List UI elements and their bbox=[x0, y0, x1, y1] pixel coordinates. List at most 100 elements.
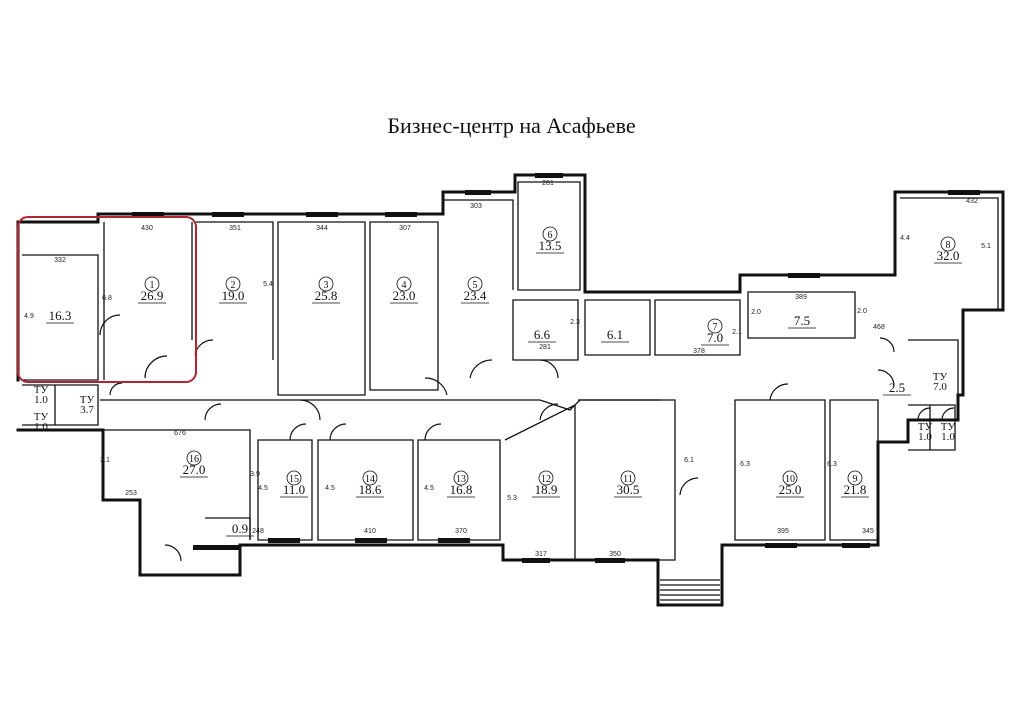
room-r1: 126.9 bbox=[138, 276, 166, 304]
room-number-circle bbox=[362, 470, 378, 486]
room-number-circle bbox=[286, 470, 302, 486]
room-r8: 832.0 bbox=[934, 236, 962, 264]
dimension-label: 253 bbox=[125, 490, 137, 497]
dimension-label: 6.1 bbox=[684, 457, 694, 464]
room-number-circle bbox=[940, 236, 956, 252]
room-area: 7.0 bbox=[707, 330, 723, 345]
dimension-label: 2.1 bbox=[732, 329, 742, 336]
dimension-label: 5.3 bbox=[507, 495, 517, 502]
room-area: 32.0 bbox=[937, 248, 960, 263]
room-area: 23.0 bbox=[393, 288, 416, 303]
room-r25: 2.5 bbox=[883, 380, 911, 396]
dimension-label: 378 bbox=[693, 348, 705, 355]
room-area: 13.5 bbox=[539, 238, 562, 253]
tu-label: ТУ bbox=[80, 394, 95, 406]
doors bbox=[99, 314, 955, 562]
room-r75: 7.5 bbox=[788, 313, 816, 329]
tu-label: ТУ bbox=[34, 384, 49, 396]
room-r2: 219.0 bbox=[219, 276, 247, 304]
tu-area: 1.0 bbox=[918, 431, 932, 443]
room-number: 13 bbox=[456, 474, 466, 485]
dimension-label: 317 bbox=[535, 551, 547, 558]
dimension-label: 4.9 bbox=[24, 313, 34, 320]
room-r7: 77.0 bbox=[701, 318, 729, 346]
room-number: 7 bbox=[713, 322, 718, 333]
dimension-label: 2.0 bbox=[751, 309, 761, 316]
dimension-label: 350 bbox=[609, 551, 621, 558]
dimension-label: 389 bbox=[795, 294, 807, 301]
room-number: 15 bbox=[289, 474, 299, 485]
dimension-label: 5.1 bbox=[981, 243, 991, 250]
room-r4: 423.0 bbox=[390, 276, 418, 304]
plan-title: Бизнес-центр на Асафьеве bbox=[387, 113, 636, 138]
room-number: 1 bbox=[150, 280, 155, 291]
dimension-label: 4.5 bbox=[258, 485, 268, 492]
selection-highlight bbox=[17, 216, 197, 383]
room-area: 21.8 bbox=[844, 482, 867, 497]
tu-label: ТУ bbox=[941, 421, 956, 433]
tu-tu2: ТУ1.0 bbox=[34, 411, 49, 433]
room-number-circle bbox=[542, 226, 558, 242]
room-area: 27.0 bbox=[183, 462, 206, 477]
room-area: 6.6 bbox=[534, 327, 551, 342]
tu-tu5: ТУ1.0 bbox=[918, 421, 933, 443]
room-number-circle bbox=[453, 470, 469, 486]
windows bbox=[132, 173, 980, 563]
room-number: 4 bbox=[402, 280, 407, 291]
room-number-circle bbox=[467, 276, 483, 292]
room-number-circle bbox=[186, 450, 202, 466]
room-r5: 523.4 bbox=[461, 276, 489, 304]
dimension-label: 2.0 bbox=[857, 308, 867, 315]
tu-tu6: ТУ1.0 bbox=[941, 421, 956, 443]
dimension-label: 351 bbox=[229, 225, 241, 232]
room-number: 14 bbox=[365, 474, 375, 485]
tu-tu4: ТУ7.0 bbox=[933, 371, 948, 393]
room-number-circle bbox=[782, 470, 798, 486]
tu-area: 1.0 bbox=[34, 421, 48, 433]
room-number-circle bbox=[847, 470, 863, 486]
dimension-label: 676 bbox=[174, 430, 186, 437]
dimension-label: 345 bbox=[862, 528, 874, 535]
dimension-label: 4.5 bbox=[325, 485, 335, 492]
room-number: 5 bbox=[473, 280, 478, 291]
dimension-label: 3.1 bbox=[100, 457, 110, 464]
room-area: 18.9 bbox=[535, 482, 558, 497]
tu-tu3: ТУ3.7 bbox=[80, 394, 95, 416]
dimension-label: 3.9 bbox=[250, 471, 260, 478]
dimension-label: 281 bbox=[542, 180, 554, 187]
room-area: 23.4 bbox=[464, 288, 487, 303]
room-area: 16.8 bbox=[450, 482, 473, 497]
room-number: 10 bbox=[785, 474, 795, 485]
dimension-label: 468 bbox=[873, 324, 885, 331]
room-area: 26.9 bbox=[141, 288, 164, 303]
room-number: 9 bbox=[853, 474, 858, 485]
room-r09: 0.9 bbox=[226, 521, 254, 537]
room-area: 7.5 bbox=[794, 313, 810, 328]
room-area: 0.9 bbox=[232, 521, 248, 536]
room-area: 11.0 bbox=[283, 482, 305, 497]
room-number-circle bbox=[620, 470, 636, 486]
dimension-label: 303 bbox=[470, 203, 482, 210]
room-number-circle bbox=[225, 276, 241, 292]
room-number-circle bbox=[707, 318, 723, 334]
dimension-label: 6.3 bbox=[827, 461, 837, 468]
room-number: 8 bbox=[946, 240, 951, 251]
tu-label: ТУ bbox=[933, 371, 948, 383]
room-r-a: 16.3 bbox=[46, 308, 74, 324]
room-r66: 6.6 bbox=[528, 327, 556, 343]
room-r9: 921.8 bbox=[841, 470, 869, 498]
room-area: 30.5 bbox=[617, 482, 640, 497]
dimension-label: 4.4 bbox=[900, 235, 910, 242]
tu-label: ТУ bbox=[918, 421, 933, 433]
tu-area: 3.7 bbox=[80, 404, 94, 416]
interior-walls bbox=[22, 181, 999, 601]
room-area: 6.1 bbox=[607, 327, 623, 342]
